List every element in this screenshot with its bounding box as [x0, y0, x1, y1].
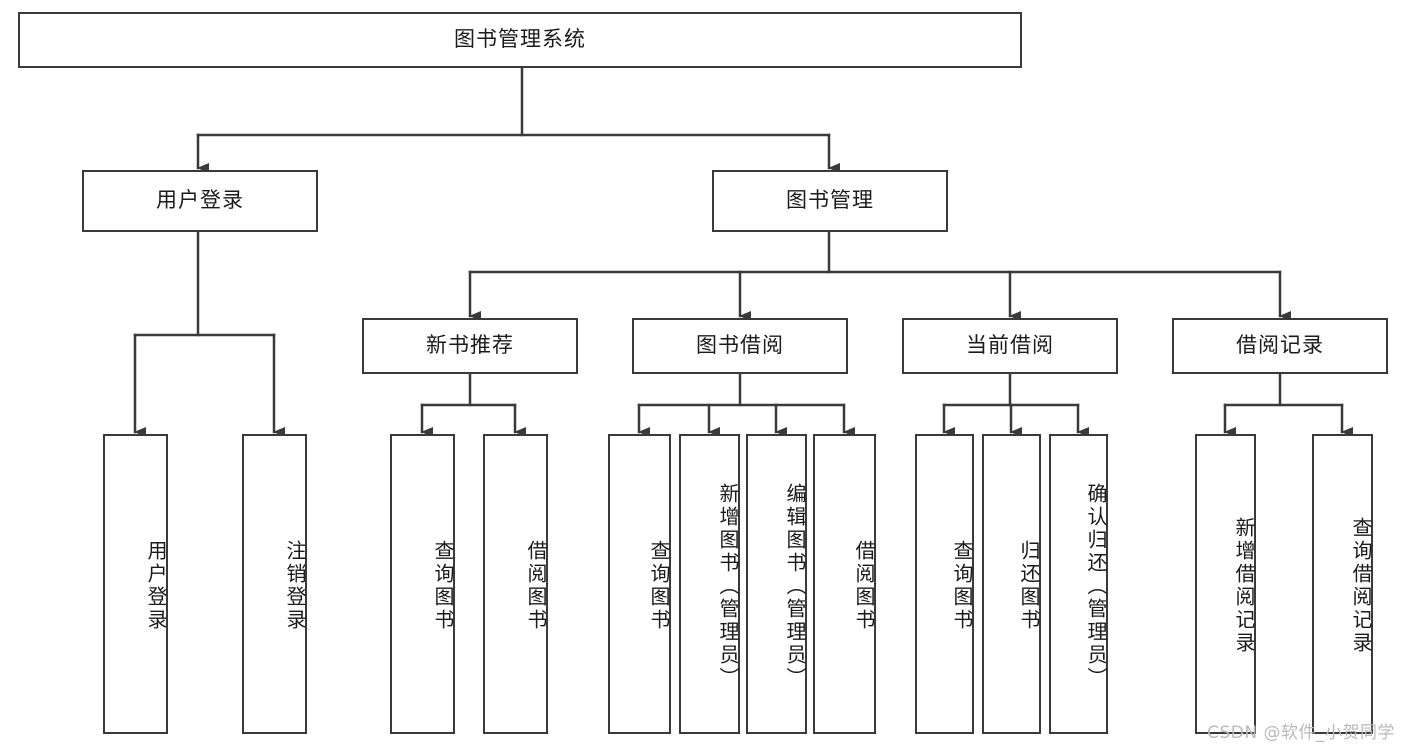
node-label: 当前借阅: [966, 333, 1054, 358]
node-leaf-add-book-admin[interactable]: 新增图书（管理员）: [679, 434, 740, 734]
node-leaf-query-borrow-record[interactable]: 查询借阅记录: [1312, 434, 1373, 734]
node-label: 注销登录: [283, 540, 307, 632]
node-label: 归还图书: [1017, 540, 1041, 632]
node-label: 查询图书: [647, 540, 671, 632]
node-label: 确认归还（管理员）: [1084, 482, 1108, 690]
connector-lines: [133, 66, 1353, 437]
node-label: 查询借阅记录: [1349, 517, 1373, 655]
node-leaf-user-login[interactable]: 用户登录: [103, 434, 168, 734]
node-leaf-return-book[interactable]: 归还图书: [982, 434, 1041, 734]
node-book-borrow[interactable]: 图书借阅: [632, 318, 848, 374]
node-leaf-borrow-book-recommend[interactable]: 借阅图书: [483, 434, 548, 734]
node-label: 图书借阅: [696, 333, 784, 358]
node-label: 借阅图书: [524, 540, 548, 632]
node-label: 借阅记录: [1236, 333, 1324, 358]
node-root[interactable]: 图书管理系统: [18, 12, 1022, 68]
node-label: 用户登录: [156, 188, 244, 213]
node-label: 借阅图书: [852, 540, 876, 632]
node-label: 新书推荐: [426, 333, 514, 358]
node-leaf-logout[interactable]: 注销登录: [242, 434, 307, 734]
node-leaf-query-book-current[interactable]: 查询图书: [915, 434, 974, 734]
node-borrow-record[interactable]: 借阅记录: [1172, 318, 1388, 374]
node-leaf-edit-book-admin[interactable]: 编辑图书（管理员）: [746, 434, 807, 734]
node-label: 用户登录: [144, 540, 168, 632]
node-current-borrow[interactable]: 当前借阅: [902, 318, 1118, 374]
node-book-management[interactable]: 图书管理: [712, 170, 948, 232]
node-leaf-query-book-recommend[interactable]: 查询图书: [390, 434, 455, 734]
node-label: 新增图书（管理员）: [716, 482, 740, 690]
node-leaf-add-borrow-record[interactable]: 新增借阅记录: [1195, 434, 1256, 734]
node-leaf-confirm-return-admin[interactable]: 确认归还（管理员）: [1049, 434, 1108, 734]
node-label: 新增借阅记录: [1232, 517, 1256, 655]
node-label: 编辑图书（管理员）: [783, 482, 807, 690]
node-leaf-borrow-book[interactable]: 借阅图书: [813, 434, 876, 734]
node-user-login[interactable]: 用户登录: [82, 170, 318, 232]
node-label: 查询图书: [950, 540, 974, 632]
node-leaf-query-book-borrow[interactable]: 查询图书: [608, 434, 671, 734]
node-label: 图书管理系统: [454, 27, 586, 52]
node-label: 查询图书: [431, 540, 455, 632]
node-new-book-recommend[interactable]: 新书推荐: [362, 318, 578, 374]
node-label: 图书管理: [786, 188, 874, 213]
